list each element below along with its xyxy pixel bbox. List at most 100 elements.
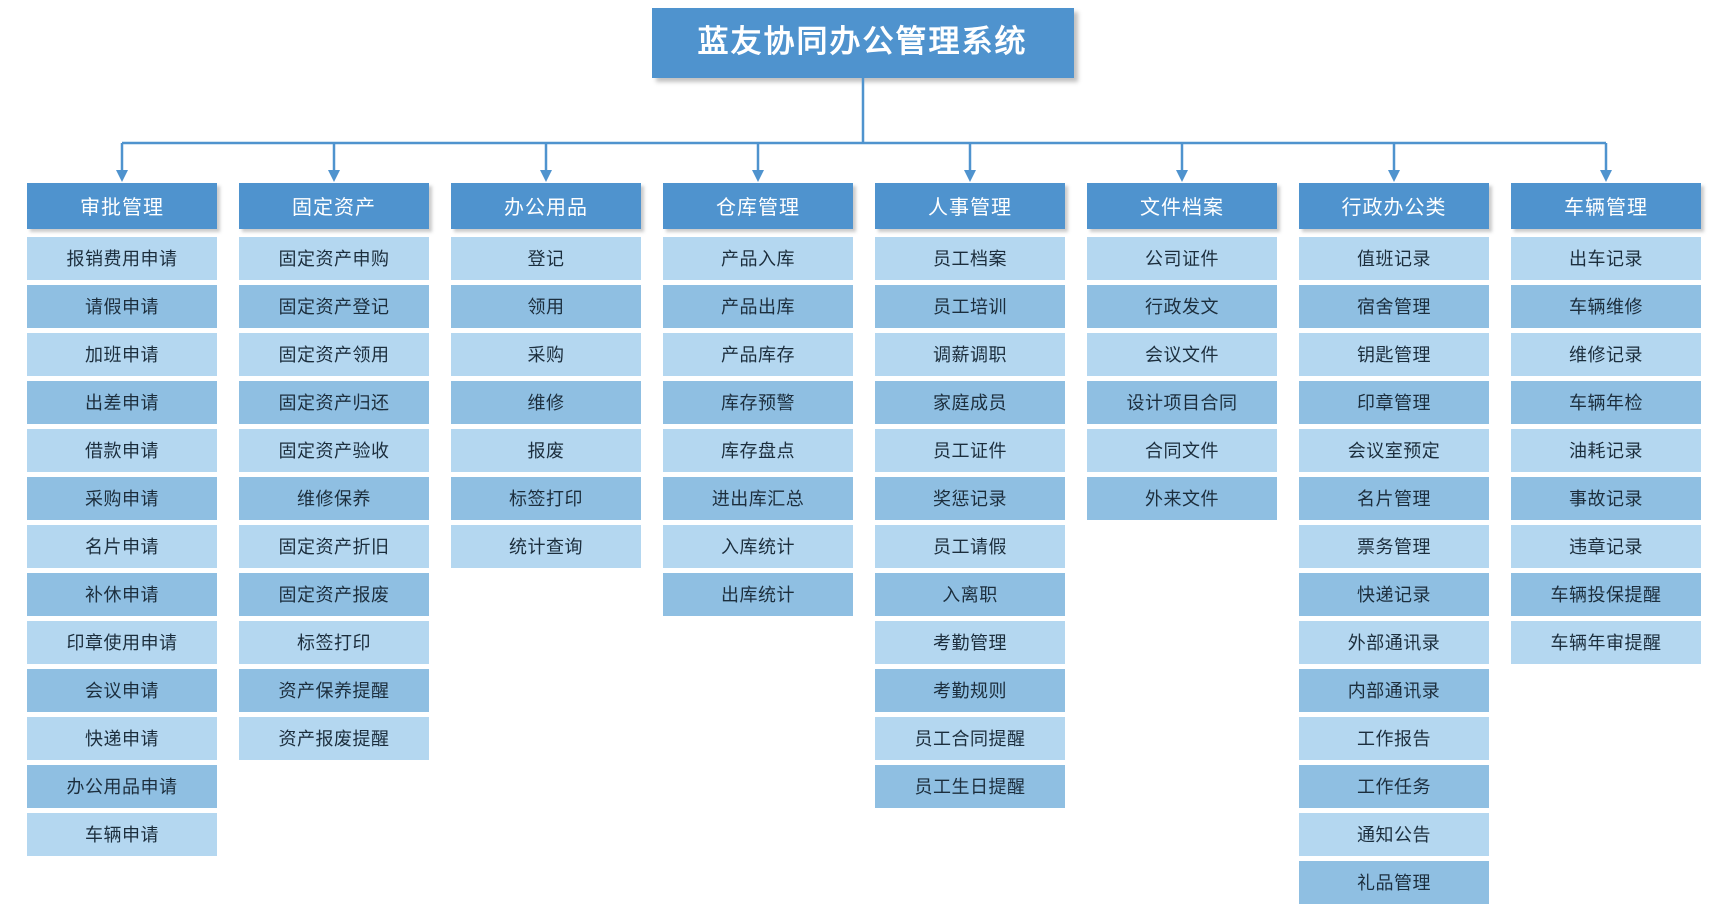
column-item[interactable]: 固定资产申购	[239, 237, 429, 280]
column-item[interactable]: 报废	[451, 429, 641, 472]
column-item[interactable]: 会议室预定	[1299, 429, 1489, 472]
column-item[interactable]: 车辆年审提醒	[1511, 621, 1701, 664]
column-item[interactable]: 库存预警	[663, 381, 853, 424]
column-header[interactable]: 固定资产	[239, 183, 429, 229]
column-item[interactable]: 资产保养提醒	[239, 669, 429, 712]
column-header[interactable]: 审批管理	[27, 183, 217, 229]
column-item[interactable]: 票务管理	[1299, 525, 1489, 568]
column-item[interactable]: 产品出库	[663, 285, 853, 328]
column-header[interactable]: 仓库管理	[663, 183, 853, 229]
column-item[interactable]: 礼品管理	[1299, 861, 1489, 904]
column-item[interactable]: 钥匙管理	[1299, 333, 1489, 376]
column-item[interactable]: 库存盘点	[663, 429, 853, 472]
column-item[interactable]: 资产报废提醒	[239, 717, 429, 760]
column-item[interactable]: 名片管理	[1299, 477, 1489, 520]
column-item[interactable]: 外部通讯录	[1299, 621, 1489, 664]
column-item[interactable]: 行政发文	[1087, 285, 1277, 328]
column-item[interactable]: 采购	[451, 333, 641, 376]
column-header[interactable]: 文件档案	[1087, 183, 1277, 229]
column-item[interactable]: 油耗记录	[1511, 429, 1701, 472]
org-chart-diagram: 蓝友协同办公管理系统 审批管理报销费用申请请假申请加班申请出差申请借款申请采购申…	[0, 8, 1725, 904]
column-item[interactable]: 员工档案	[875, 237, 1065, 280]
column-8: 车辆管理出车记录车辆维修维修记录车辆年检油耗记录事故记录违章记录车辆投保提醒车辆…	[1511, 183, 1701, 909]
column-item[interactable]: 进出库汇总	[663, 477, 853, 520]
column-item[interactable]: 工作报告	[1299, 717, 1489, 760]
column-item[interactable]: 固定资产验收	[239, 429, 429, 472]
column-item[interactable]: 违章记录	[1511, 525, 1701, 568]
column-1: 审批管理报销费用申请请假申请加班申请出差申请借款申请采购申请名片申请补休申请印章…	[27, 183, 217, 909]
column-5: 人事管理员工档案员工培训调薪调职家庭成员员工证件奖惩记录员工请假入离职考勤管理考…	[875, 183, 1065, 909]
column-item[interactable]: 设计项目合同	[1087, 381, 1277, 424]
column-item[interactable]: 领用	[451, 285, 641, 328]
system-title-node[interactable]: 蓝友协同办公管理系统	[651, 8, 1074, 79]
column-item[interactable]: 值班记录	[1299, 237, 1489, 280]
column-item[interactable]: 产品入库	[663, 237, 853, 280]
column-item[interactable]: 考勤规则	[875, 669, 1065, 712]
column-item[interactable]: 借款申请	[27, 429, 217, 472]
column-item[interactable]: 事故记录	[1511, 477, 1701, 520]
column-item[interactable]: 车辆维修	[1511, 285, 1701, 328]
column-item[interactable]: 标签打印	[239, 621, 429, 664]
column-7: 行政办公类值班记录宿舍管理钥匙管理印章管理会议室预定名片管理票务管理快递记录外部…	[1299, 183, 1489, 909]
column-item[interactable]: 宿舍管理	[1299, 285, 1489, 328]
column-item[interactable]: 固定资产登记	[239, 285, 429, 328]
column-item[interactable]: 印章使用申请	[27, 621, 217, 664]
column-item[interactable]: 员工生日提醒	[875, 765, 1065, 808]
column-item[interactable]: 出库统计	[663, 573, 853, 616]
column-item[interactable]: 固定资产报废	[239, 573, 429, 616]
column-item[interactable]: 请假申请	[27, 285, 217, 328]
column-item[interactable]: 通知公告	[1299, 813, 1489, 856]
column-item[interactable]: 公司证件	[1087, 237, 1277, 280]
column-item[interactable]: 内部通讯录	[1299, 669, 1489, 712]
column-item[interactable]: 家庭成员	[875, 381, 1065, 424]
column-item[interactable]: 标签打印	[451, 477, 641, 520]
column-header[interactable]: 人事管理	[875, 183, 1065, 229]
column-item[interactable]: 印章管理	[1299, 381, 1489, 424]
column-item[interactable]: 会议文件	[1087, 333, 1277, 376]
column-2: 固定资产固定资产申购固定资产登记固定资产领用固定资产归还固定资产验收维修保养固定…	[239, 183, 429, 909]
column-item[interactable]: 登记	[451, 237, 641, 280]
column-item[interactable]: 采购申请	[27, 477, 217, 520]
column-item[interactable]: 办公用品申请	[27, 765, 217, 808]
column-header[interactable]: 行政办公类	[1299, 183, 1489, 229]
column-item[interactable]: 合同文件	[1087, 429, 1277, 472]
column-item[interactable]: 出差申请	[27, 381, 217, 424]
column-item[interactable]: 员工请假	[875, 525, 1065, 568]
root-node-wrapper: 蓝友协同办公管理系统	[0, 8, 1725, 79]
column-item[interactable]: 名片申请	[27, 525, 217, 568]
column-item[interactable]: 车辆申请	[27, 813, 217, 856]
column-item[interactable]: 补休申请	[27, 573, 217, 616]
column-item[interactable]: 奖惩记录	[875, 477, 1065, 520]
column-item[interactable]: 员工证件	[875, 429, 1065, 472]
column-item[interactable]: 外来文件	[1087, 477, 1277, 520]
column-item[interactable]: 固定资产归还	[239, 381, 429, 424]
column-item[interactable]: 维修记录	[1511, 333, 1701, 376]
column-item[interactable]: 入库统计	[663, 525, 853, 568]
column-item[interactable]: 产品库存	[663, 333, 853, 376]
column-item[interactable]: 入离职	[875, 573, 1065, 616]
column-item[interactable]: 出车记录	[1511, 237, 1701, 280]
column-6: 文件档案公司证件行政发文会议文件设计项目合同合同文件外来文件	[1087, 183, 1277, 909]
column-item[interactable]: 车辆投保提醒	[1511, 573, 1701, 616]
column-item[interactable]: 考勤管理	[875, 621, 1065, 664]
column-item[interactable]: 维修保养	[239, 477, 429, 520]
column-item[interactable]: 员工合同提醒	[875, 717, 1065, 760]
column-header[interactable]: 车辆管理	[1511, 183, 1701, 229]
column-4: 仓库管理产品入库产品出库产品库存库存预警库存盘点进出库汇总入库统计出库统计	[663, 183, 853, 909]
column-item[interactable]: 快递记录	[1299, 573, 1489, 616]
column-item[interactable]: 加班申请	[27, 333, 217, 376]
column-item[interactable]: 员工培训	[875, 285, 1065, 328]
column-item[interactable]: 报销费用申请	[27, 237, 217, 280]
column-item[interactable]: 固定资产领用	[239, 333, 429, 376]
column-item[interactable]: 统计查询	[451, 525, 641, 568]
column-header[interactable]: 办公用品	[451, 183, 641, 229]
column-3: 办公用品登记领用采购维修报废标签打印统计查询	[451, 183, 641, 909]
column-item[interactable]: 会议申请	[27, 669, 217, 712]
column-item[interactable]: 工作任务	[1299, 765, 1489, 808]
column-item[interactable]: 固定资产折旧	[239, 525, 429, 568]
column-item[interactable]: 维修	[451, 381, 641, 424]
column-item[interactable]: 调薪调职	[875, 333, 1065, 376]
column-item[interactable]: 快递申请	[27, 717, 217, 760]
column-item[interactable]: 车辆年检	[1511, 381, 1701, 424]
column-container: 审批管理报销费用申请请假申请加班申请出差申请借款申请采购申请名片申请补休申请印章…	[0, 183, 1725, 909]
